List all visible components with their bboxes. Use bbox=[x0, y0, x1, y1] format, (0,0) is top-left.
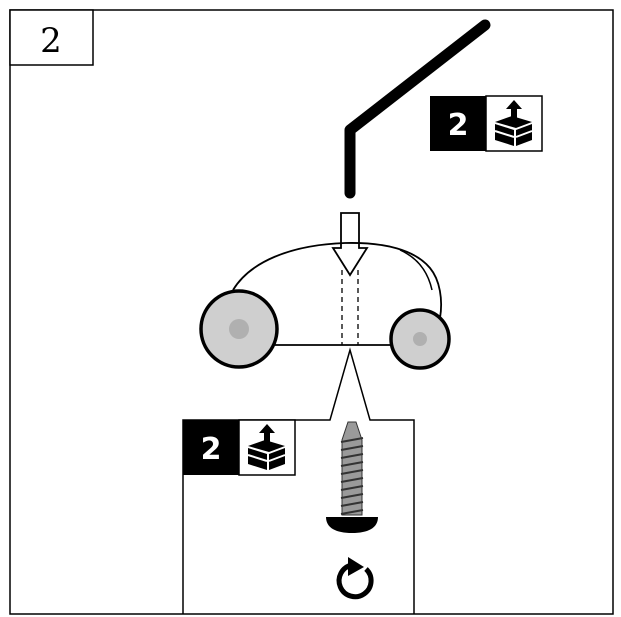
page-frame bbox=[9, 9, 614, 615]
mower-body bbox=[232, 242, 443, 346]
screw-callout-frame bbox=[182, 347, 415, 614]
front-wheel bbox=[389, 308, 451, 370]
handle-part-badge: 2 bbox=[430, 95, 543, 152]
handle-part-quantity: 2 bbox=[448, 108, 469, 143]
step-number-box: 2 bbox=[9, 9, 94, 66]
step-number: 2 bbox=[40, 21, 62, 61]
screw-part-quantity: 2 bbox=[201, 432, 222, 467]
box-with-up-arrow-icon bbox=[494, 100, 533, 146]
rear-wheel bbox=[199, 289, 279, 369]
rotate-clockwise-icon bbox=[336, 557, 374, 600]
down-arrow-icon bbox=[331, 212, 369, 277]
screw bbox=[326, 421, 378, 533]
handle-bar bbox=[344, 19, 491, 199]
screw-part-badge: 2 bbox=[183, 419, 296, 476]
box-with-up-arrow-icon bbox=[247, 424, 286, 470]
